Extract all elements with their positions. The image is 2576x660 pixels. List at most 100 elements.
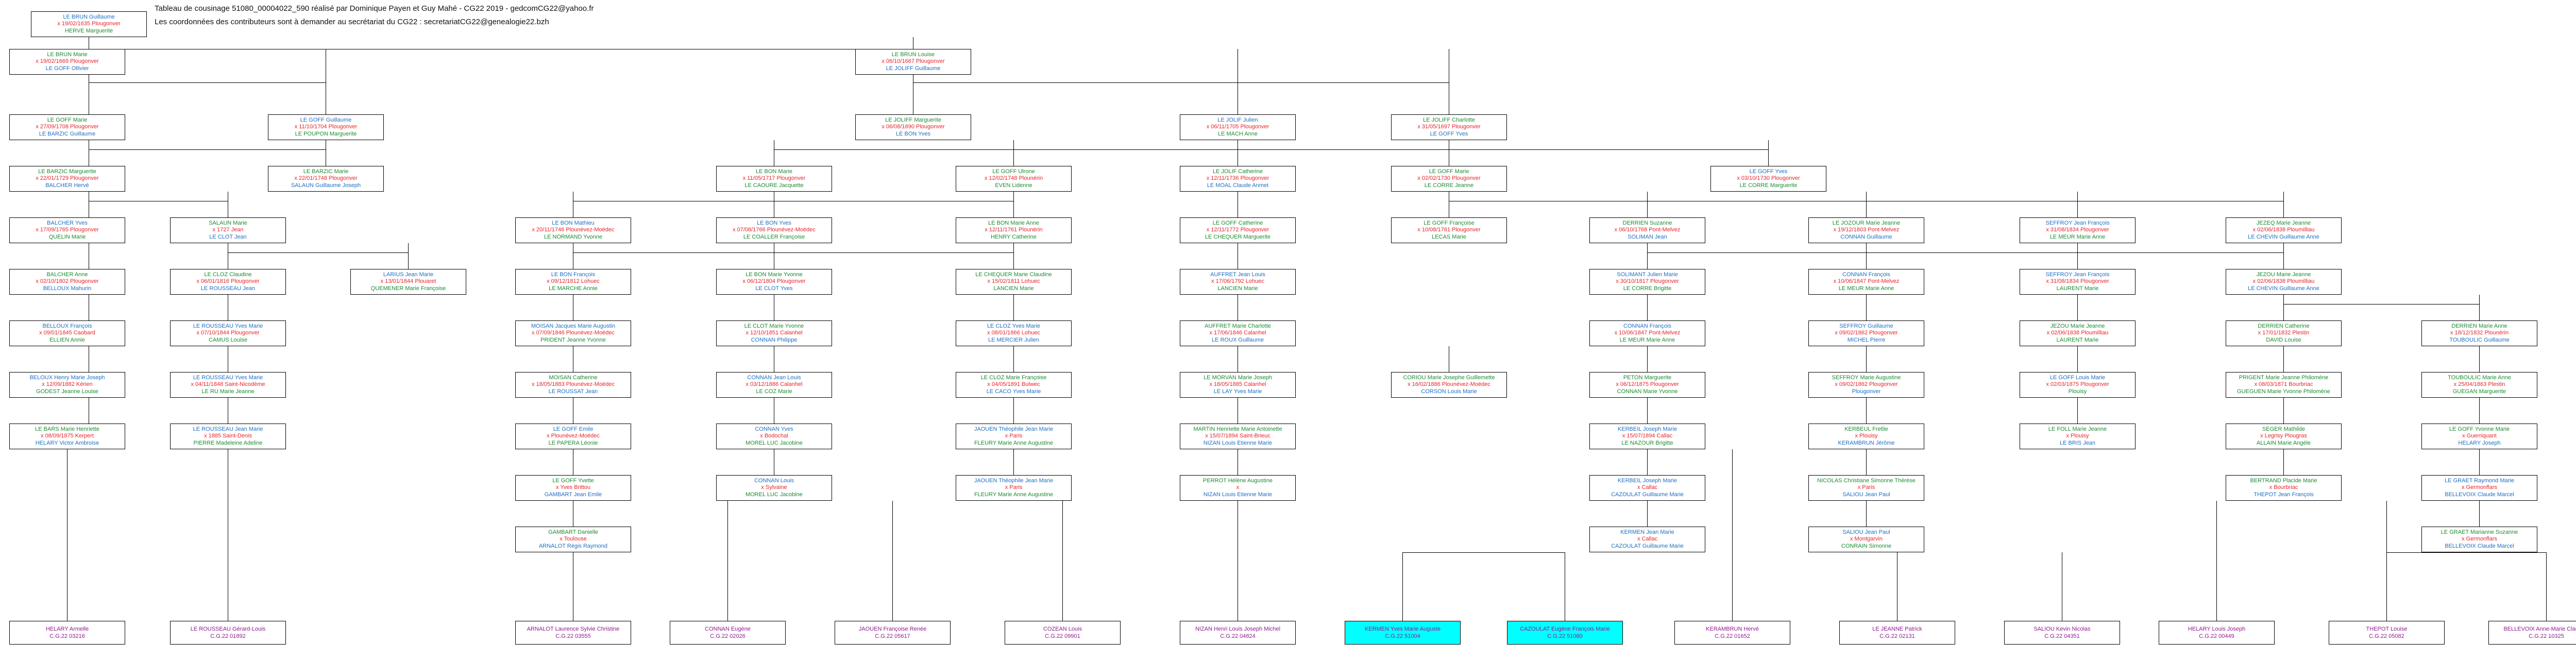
marriage-info: x Paris	[1005, 484, 1023, 491]
contributor-box[interactable]: BELLEVOIX Anne-Marie ClaudineC.G.22 1032…	[2488, 621, 2576, 645]
marriage-info: x 19/02/1669 Plougonver	[36, 58, 99, 65]
